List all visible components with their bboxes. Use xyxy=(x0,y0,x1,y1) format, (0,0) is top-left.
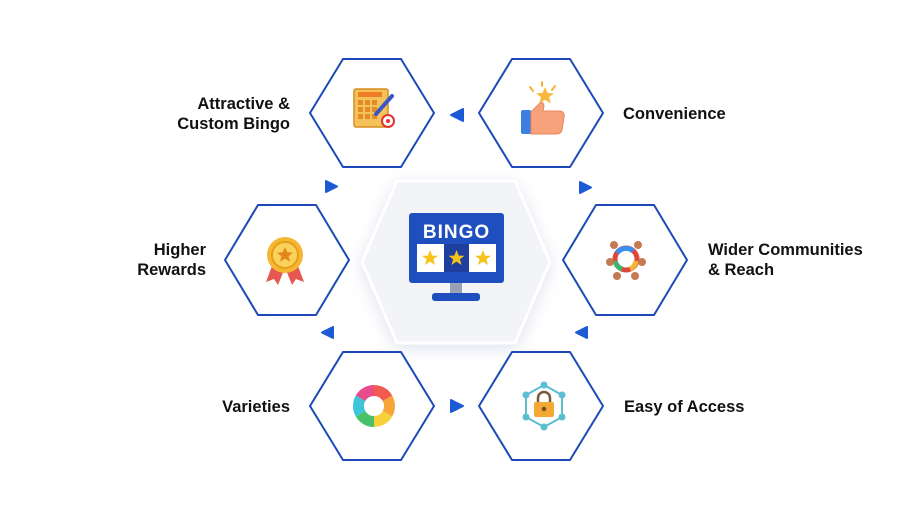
label-varieties: Varieties xyxy=(170,397,290,417)
label-line: & Reach xyxy=(708,261,775,279)
label-line: Attractive & xyxy=(197,95,290,113)
label-convenience: Convenience xyxy=(623,104,726,124)
label-line: Wider Communities xyxy=(708,241,863,259)
thumbs-up-icon xyxy=(521,81,565,135)
community-icon xyxy=(606,241,646,280)
label-rewards: Higher Rewards xyxy=(96,240,206,280)
label-attractive: Attractive & Custom Bingo xyxy=(150,94,290,134)
label-line: Easy of Access xyxy=(624,398,745,416)
medal-icon xyxy=(266,237,304,285)
star-icon xyxy=(448,250,465,265)
hexagon-varieties xyxy=(309,351,435,461)
label-line: Custom Bingo xyxy=(177,115,290,133)
label-communities: Wider Communities & Reach xyxy=(708,240,863,280)
arrow-bottom xyxy=(450,399,464,413)
label-line: Higher xyxy=(153,241,206,259)
label-line: Varieties xyxy=(222,398,290,416)
arrow-upper-left xyxy=(325,180,338,193)
label-access: Easy of Access xyxy=(624,397,744,417)
star-icon xyxy=(422,250,438,265)
hexagon-communities xyxy=(562,204,688,316)
arrow-lower-right xyxy=(575,326,588,339)
bingo-card-icon xyxy=(353,88,395,128)
arrow-top xyxy=(450,108,464,122)
label-line: Convenience xyxy=(623,105,726,123)
color-wheel-icon xyxy=(352,385,396,427)
bingo-title: BINGO xyxy=(423,222,490,243)
lock-network-icon xyxy=(522,381,566,431)
arrow-lower-left xyxy=(321,326,334,339)
arrow-upper-right xyxy=(579,181,592,194)
star-icon xyxy=(475,250,491,265)
label-line: Rewards xyxy=(137,261,206,279)
bingo-monitor-icon: BINGO xyxy=(409,213,504,301)
